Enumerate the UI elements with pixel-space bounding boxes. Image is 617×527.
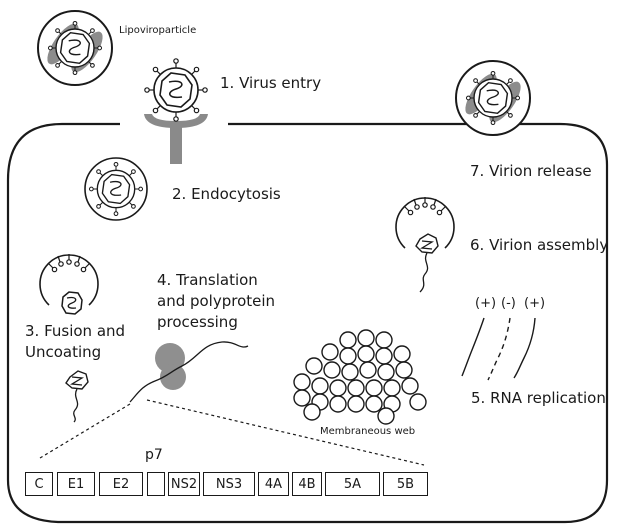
step-4-label-line3: processing xyxy=(157,313,238,331)
gene-segment: 4A xyxy=(258,472,289,496)
gene-segment: C xyxy=(25,472,53,496)
gene-segment: NS3 xyxy=(203,472,255,496)
translated-rna-strand xyxy=(129,341,249,403)
step-6-label: 6. Virion assembly xyxy=(470,236,609,254)
step-2-label: 2. Endocytosis xyxy=(172,185,281,203)
step-3-label-line2: Uncoating xyxy=(25,343,102,361)
strand-minus-label: (-) xyxy=(501,296,516,311)
step-5-label: 5. RNA replication xyxy=(471,389,606,407)
cell-membrane xyxy=(6,122,609,524)
step-1-label: 1. Virus entry xyxy=(220,74,322,92)
p7-label: p7 xyxy=(145,447,163,463)
gene-segment: NS2 xyxy=(168,472,200,496)
gene-segment: 4B xyxy=(292,472,322,496)
lipoviroparticle-label: Lipoviroparticle xyxy=(119,25,197,36)
endosome-icon xyxy=(84,157,148,221)
step-4-label-line2: and polyprotein xyxy=(157,292,276,310)
gene-segment: 5A xyxy=(325,472,380,496)
step-3-label-line1: 3. Fusion and xyxy=(25,322,126,340)
rna-replication-strands xyxy=(461,317,536,381)
membraneous-web-label: Membraneous web xyxy=(320,426,416,437)
uncoating-capsid-icon xyxy=(61,291,83,315)
strand-plus-label-2: (+) xyxy=(524,296,546,311)
strand-plus-label-1: (+) xyxy=(475,296,497,311)
released-rna-icon xyxy=(65,370,89,423)
ribosome-icon xyxy=(155,343,186,390)
released-lipoviroparticle-icon xyxy=(456,61,530,135)
entering-virion-icon xyxy=(145,59,207,121)
zoom-line-left xyxy=(39,403,131,459)
lipoviroparticle-icon xyxy=(38,11,112,85)
gene-segment: 5B xyxy=(383,472,428,496)
assembly-capsid-icon xyxy=(415,233,439,293)
membraneous-web-icon xyxy=(293,329,427,425)
gene-segment: E1 xyxy=(57,472,95,496)
step-4-label-line1: 4. Translation xyxy=(157,271,258,289)
gene-segment: E2 xyxy=(99,472,143,496)
gene-segment-p7 xyxy=(147,472,165,496)
step-7-label: 7. Virion release xyxy=(470,162,592,180)
